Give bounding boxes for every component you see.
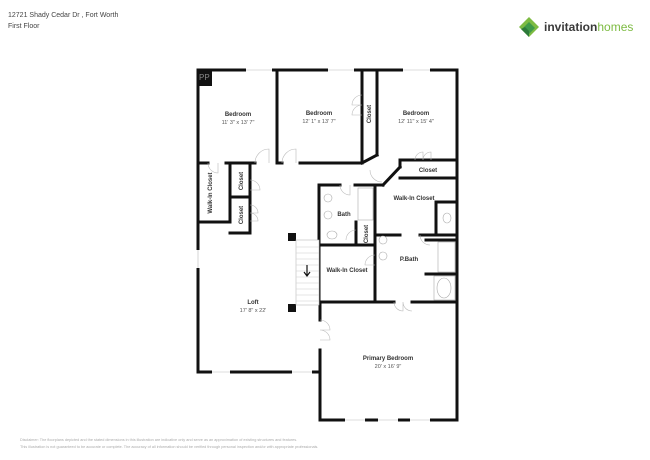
stair-direction-arrow-icon bbox=[303, 265, 311, 277]
loft-dims: 17' 8" x 22' bbox=[240, 308, 267, 314]
closet-left2-label: Closet bbox=[239, 206, 245, 224]
pp-mark: PP bbox=[199, 73, 210, 82]
fixtures bbox=[323, 187, 456, 301]
doors bbox=[207, 94, 432, 341]
pbath-label: P.Bath bbox=[400, 257, 419, 263]
toilet-icon bbox=[442, 212, 452, 224]
bedroom3-dims: 12' 11" x 15' 4" bbox=[398, 119, 434, 125]
closet-left1-label: Closet bbox=[239, 172, 245, 190]
sink-icon bbox=[378, 235, 388, 245]
closet-top-label: Closet bbox=[367, 105, 373, 123]
bedroom1-dims: 11' 3" x 13' 7" bbox=[222, 120, 255, 126]
interior-walls bbox=[196, 68, 459, 422]
loft-label: Loft bbox=[247, 300, 258, 306]
logo-word-homes: homes bbox=[597, 20, 634, 34]
floor-label: First Floor bbox=[8, 23, 40, 30]
bedroom3-label: Bedroom bbox=[403, 111, 429, 117]
primary-bedroom-dims: 20' x 16' 9" bbox=[375, 364, 402, 370]
closet-bath-label: Closet bbox=[364, 225, 370, 243]
logo-mark-icon bbox=[519, 17, 539, 37]
sink-icon bbox=[323, 210, 333, 220]
closet-right-label: Closet bbox=[419, 168, 437, 174]
property-address: 12721 Shady Cedar Dr , Fort Worth bbox=[8, 12, 119, 19]
sink-icon bbox=[323, 193, 333, 203]
bedroom1-label: Bedroom bbox=[225, 112, 251, 118]
bath-label: Bath bbox=[337, 212, 351, 218]
staircase bbox=[288, 233, 320, 312]
disclaimer-line-2: This illustration is not guaranteed to b… bbox=[20, 445, 319, 449]
bathtub bbox=[357, 187, 374, 221]
sink-icon bbox=[378, 251, 388, 261]
bedroom2-label: Bedroom bbox=[306, 111, 332, 117]
primary-bedroom-label: Primary Bedroom bbox=[363, 356, 413, 362]
toilet-icon bbox=[326, 230, 338, 240]
bedroom2-dims: 12' 1" x 13' 7" bbox=[302, 119, 335, 125]
logo-word-invitation: invitation bbox=[544, 20, 598, 34]
windows bbox=[196, 68, 430, 422]
walkin-right-label: Walk-In Closet bbox=[393, 196, 434, 202]
walkin-mid-label: Walk-In Closet bbox=[326, 268, 367, 274]
shower bbox=[437, 241, 456, 273]
disclaimer-line-1: Disclaimer: The floorplans depicted and … bbox=[20, 438, 298, 442]
walkin-left-label: Walk-In Closet bbox=[208, 172, 214, 213]
